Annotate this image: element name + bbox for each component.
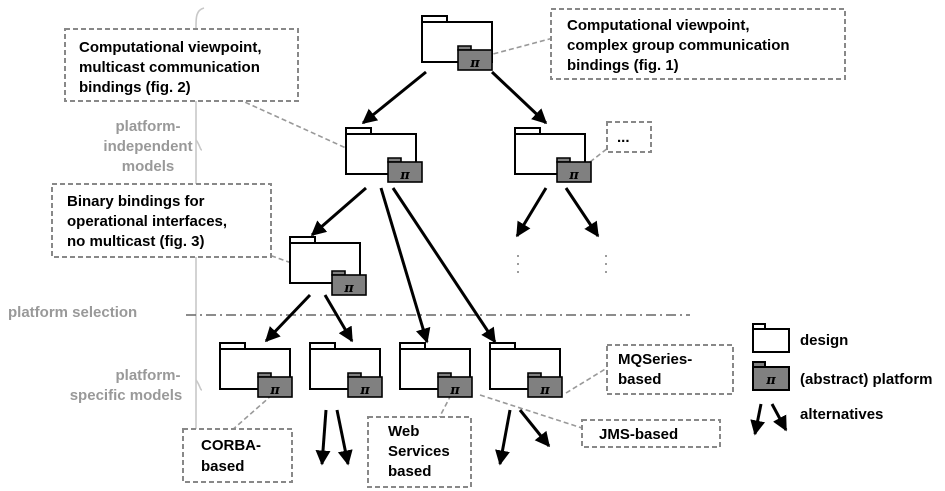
svg-text:bindings (fig. 1): bindings (fig. 1) bbox=[567, 57, 679, 74]
svg-text:π: π bbox=[449, 383, 460, 398]
callout-binary: Binary bindings for operational interfac… bbox=[51, 183, 272, 258]
svg-text:...: ... bbox=[617, 129, 630, 146]
callout-top: Computational viewpoint, complex group c… bbox=[550, 8, 846, 80]
svg-text:models: models bbox=[122, 158, 175, 175]
svg-text:(abstract) platform: (abstract) platform bbox=[800, 371, 933, 388]
side-label-psm: platform- specific models bbox=[70, 367, 183, 404]
model-corba: π bbox=[219, 342, 293, 398]
callout-webservices: Web Services based bbox=[367, 416, 472, 488]
svg-text:π: π bbox=[469, 56, 480, 71]
svg-text:platform-: platform- bbox=[116, 118, 181, 135]
side-label-selection: platform selection bbox=[8, 304, 137, 321]
callout-multicast: Computational viewpoint, multicast commu… bbox=[64, 28, 299, 102]
callout-corba: CORBA- based bbox=[182, 428, 293, 483]
svg-text:π: π bbox=[359, 383, 370, 398]
callout-jms: JMS-based bbox=[581, 419, 721, 448]
side-label-pim: platform- independent models bbox=[103, 118, 192, 175]
svg-text:independent: independent bbox=[103, 138, 192, 155]
svg-text:based: based bbox=[618, 371, 661, 388]
svg-text:Computational viewpoint,: Computational viewpoint, bbox=[567, 17, 750, 34]
svg-text:multicast communication: multicast communication bbox=[79, 59, 260, 76]
legend-alternatives: alternatives bbox=[750, 403, 883, 436]
svg-text:CORBA-: CORBA- bbox=[201, 437, 261, 454]
svg-text:alternatives: alternatives bbox=[800, 406, 883, 423]
svg-text:π: π bbox=[539, 383, 550, 398]
svg-text:JMS-based: JMS-based bbox=[599, 426, 678, 443]
continuation-dots bbox=[517, 255, 607, 273]
svg-text:design: design bbox=[800, 332, 848, 349]
model-messaging: π bbox=[489, 342, 563, 398]
svg-text:operational interfaces,: operational interfaces, bbox=[67, 213, 227, 230]
model-webservices: π bbox=[399, 342, 473, 398]
legend-design: design bbox=[752, 323, 848, 353]
callout-mqseries: MQSeries- based bbox=[606, 344, 734, 395]
svg-text:bindings (fig. 2): bindings (fig. 2) bbox=[79, 79, 191, 96]
svg-text:based: based bbox=[388, 463, 431, 480]
svg-text:Computational viewpoint,: Computational viewpoint, bbox=[79, 39, 262, 56]
svg-text:complex group communication: complex group communication bbox=[567, 37, 790, 54]
model-multicast: π bbox=[345, 127, 423, 183]
svg-text:MQSeries-: MQSeries- bbox=[618, 351, 692, 368]
model-binary: π bbox=[289, 236, 367, 296]
svg-text:π: π bbox=[399, 168, 410, 183]
model-other: π bbox=[514, 127, 592, 183]
svg-text:no multicast (fig. 3): no multicast (fig. 3) bbox=[67, 233, 205, 250]
svg-text:Services: Services bbox=[388, 443, 450, 460]
svg-text:platform-: platform- bbox=[116, 367, 181, 384]
legend: design π (abstract) platform alternative… bbox=[750, 323, 933, 436]
svg-text:π: π bbox=[568, 168, 579, 183]
svg-text:Web: Web bbox=[388, 423, 419, 440]
side-brace bbox=[195, 7, 205, 440]
model-root: π bbox=[421, 15, 493, 71]
model-corba-alt: π bbox=[309, 342, 383, 398]
svg-text:π: π bbox=[765, 373, 776, 388]
callout-ellipsis: ... bbox=[606, 121, 652, 153]
svg-text:Binary bindings for: Binary bindings for bbox=[67, 193, 205, 210]
derivation-arrows bbox=[264, 70, 600, 466]
svg-text:specific models: specific models bbox=[70, 387, 183, 404]
svg-text:π: π bbox=[269, 383, 280, 398]
svg-text:π: π bbox=[343, 281, 354, 296]
legend-platform: π (abstract) platform bbox=[752, 361, 933, 391]
svg-text:based: based bbox=[201, 458, 244, 475]
